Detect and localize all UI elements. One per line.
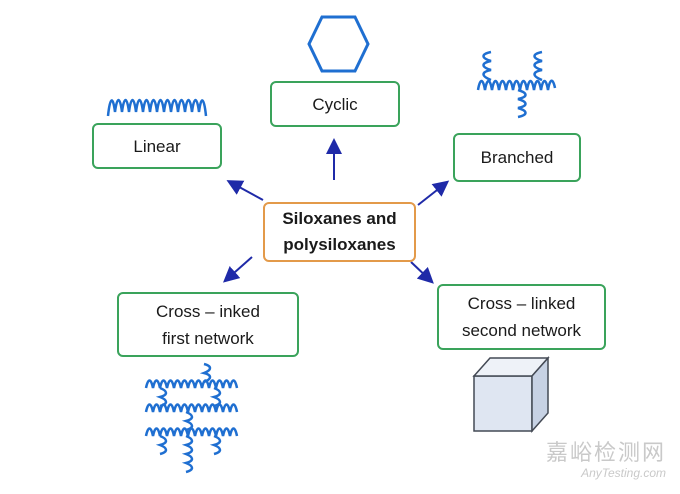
watermark: 嘉峪检测网 AnyTesting.com [546, 440, 666, 480]
central-node: Siloxanes and polysiloxanes [263, 202, 416, 262]
linear-label: Linear [133, 136, 181, 156]
branched-label: Branched [480, 148, 554, 167]
cyclic-node: Cyclic [270, 81, 400, 127]
cross-second-label-line1: Cross – linked [467, 294, 576, 313]
hexagon-icon [307, 15, 370, 73]
arrow-to-cross-second [410, 261, 434, 284]
linear-chain-icon [106, 98, 208, 117]
cross-first-node: Cross – inked first network [117, 292, 299, 357]
watermark-en: AnyTesting.com [581, 466, 666, 480]
branched-node: Branched [453, 133, 581, 182]
watermark-cn: 嘉峪检测网 [545, 440, 666, 465]
central-label-line2: polysiloxanes [283, 235, 396, 254]
arrow-to-cross-first [223, 256, 253, 283]
cross-linked-network-icon [144, 362, 239, 474]
cube-icon [472, 356, 550, 433]
linear-node: Linear [92, 123, 222, 169]
branched-chain-icon [476, 50, 557, 119]
arrow-to-linear [226, 180, 264, 201]
central-label-line1: Siloxanes and [282, 209, 397, 228]
arrow-to-branched [417, 180, 450, 206]
cross-first-label-line2: first network [162, 328, 254, 348]
cross-second-node: Cross – linked second network [437, 284, 606, 350]
cross-second-label-line2: second network [461, 321, 582, 340]
cyclic-label: Cyclic [312, 94, 358, 114]
cross-first-label-line1: Cross – inked [156, 301, 260, 321]
